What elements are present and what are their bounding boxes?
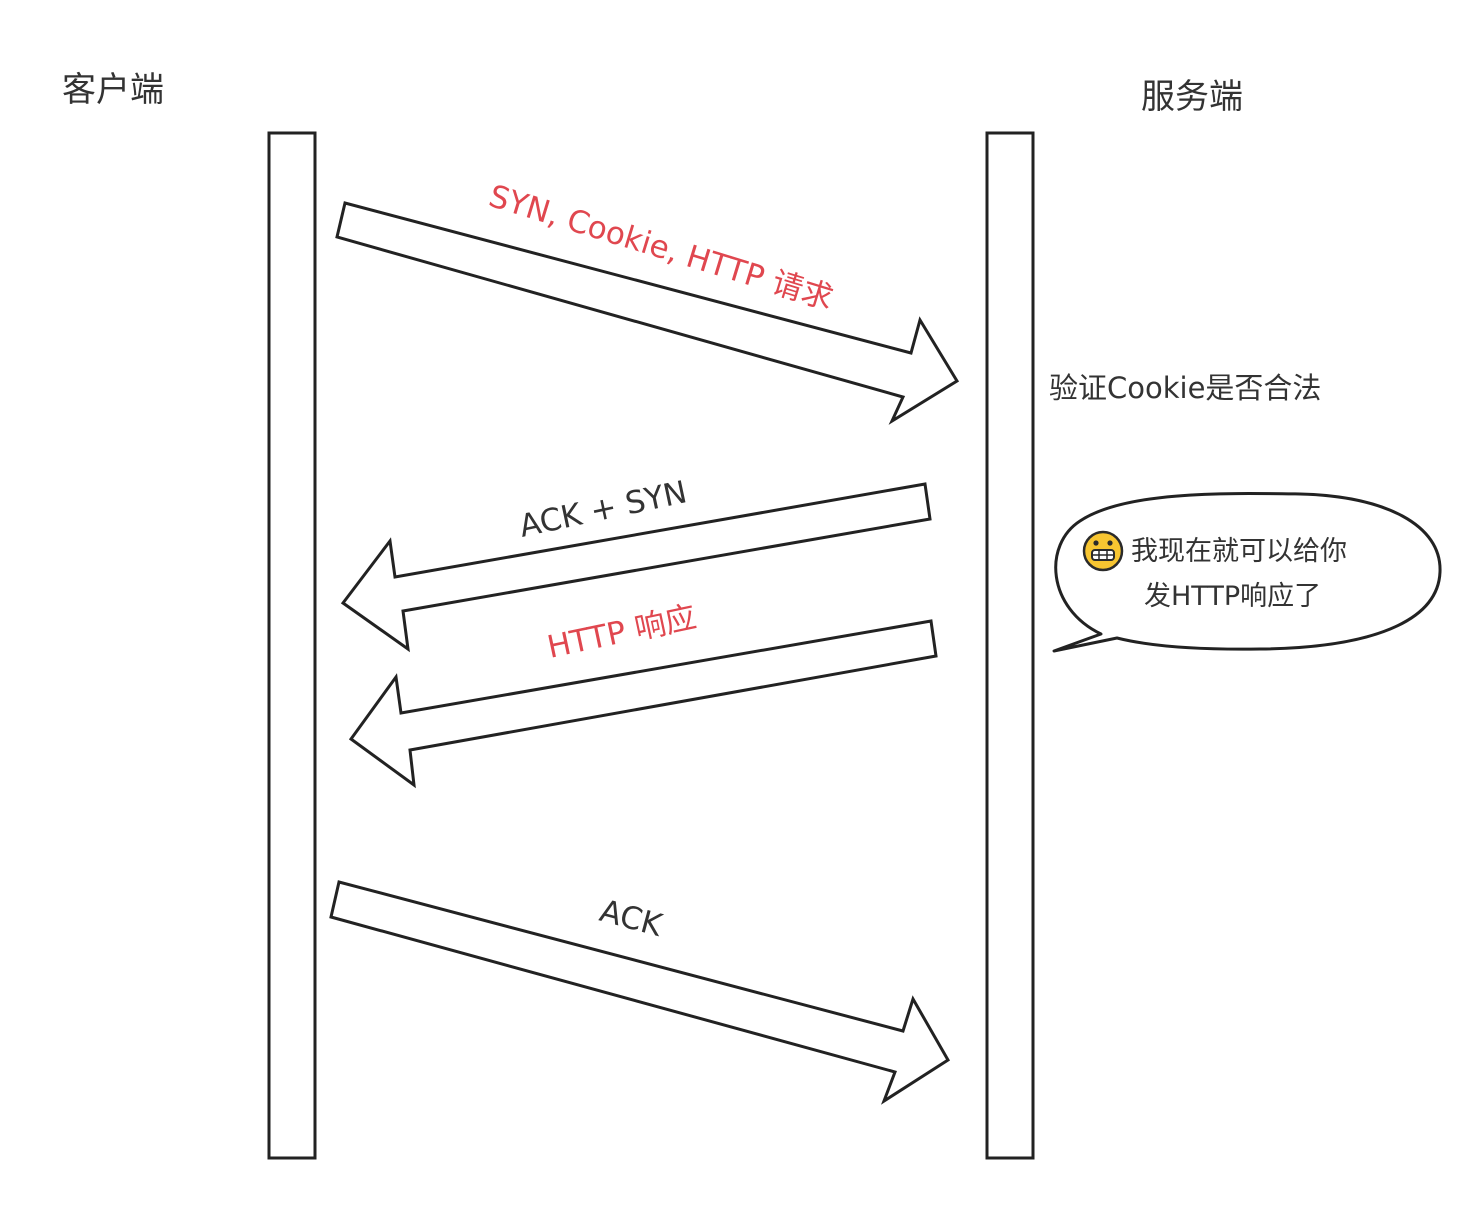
client-lifeline — [267, 131, 317, 1160]
server-note: 验证Cookie是否合法 — [1049, 371, 1321, 405]
arrow-ack — [329, 880, 951, 1105]
message-label-ack: ACK — [596, 893, 666, 944]
server-lifeline — [985, 131, 1035, 1160]
server-label: 服务端 — [1141, 77, 1243, 117]
arrow-ack-syn — [340, 482, 932, 653]
arrow-syn-cookie-request — [335, 201, 960, 425]
speech-bubble-line-1: 我现在就可以给你 — [1131, 536, 1347, 567]
speech-bubble-line-2: 发HTTP响应了 — [1144, 581, 1321, 612]
client-label: 客户端 — [62, 70, 164, 110]
speech-bubble — [1052, 492, 1442, 653]
message-label-http-response: HTTP 响应 — [544, 599, 699, 666]
grinning-face-icon — [1082, 530, 1124, 572]
arrow-http-response — [348, 619, 938, 789]
